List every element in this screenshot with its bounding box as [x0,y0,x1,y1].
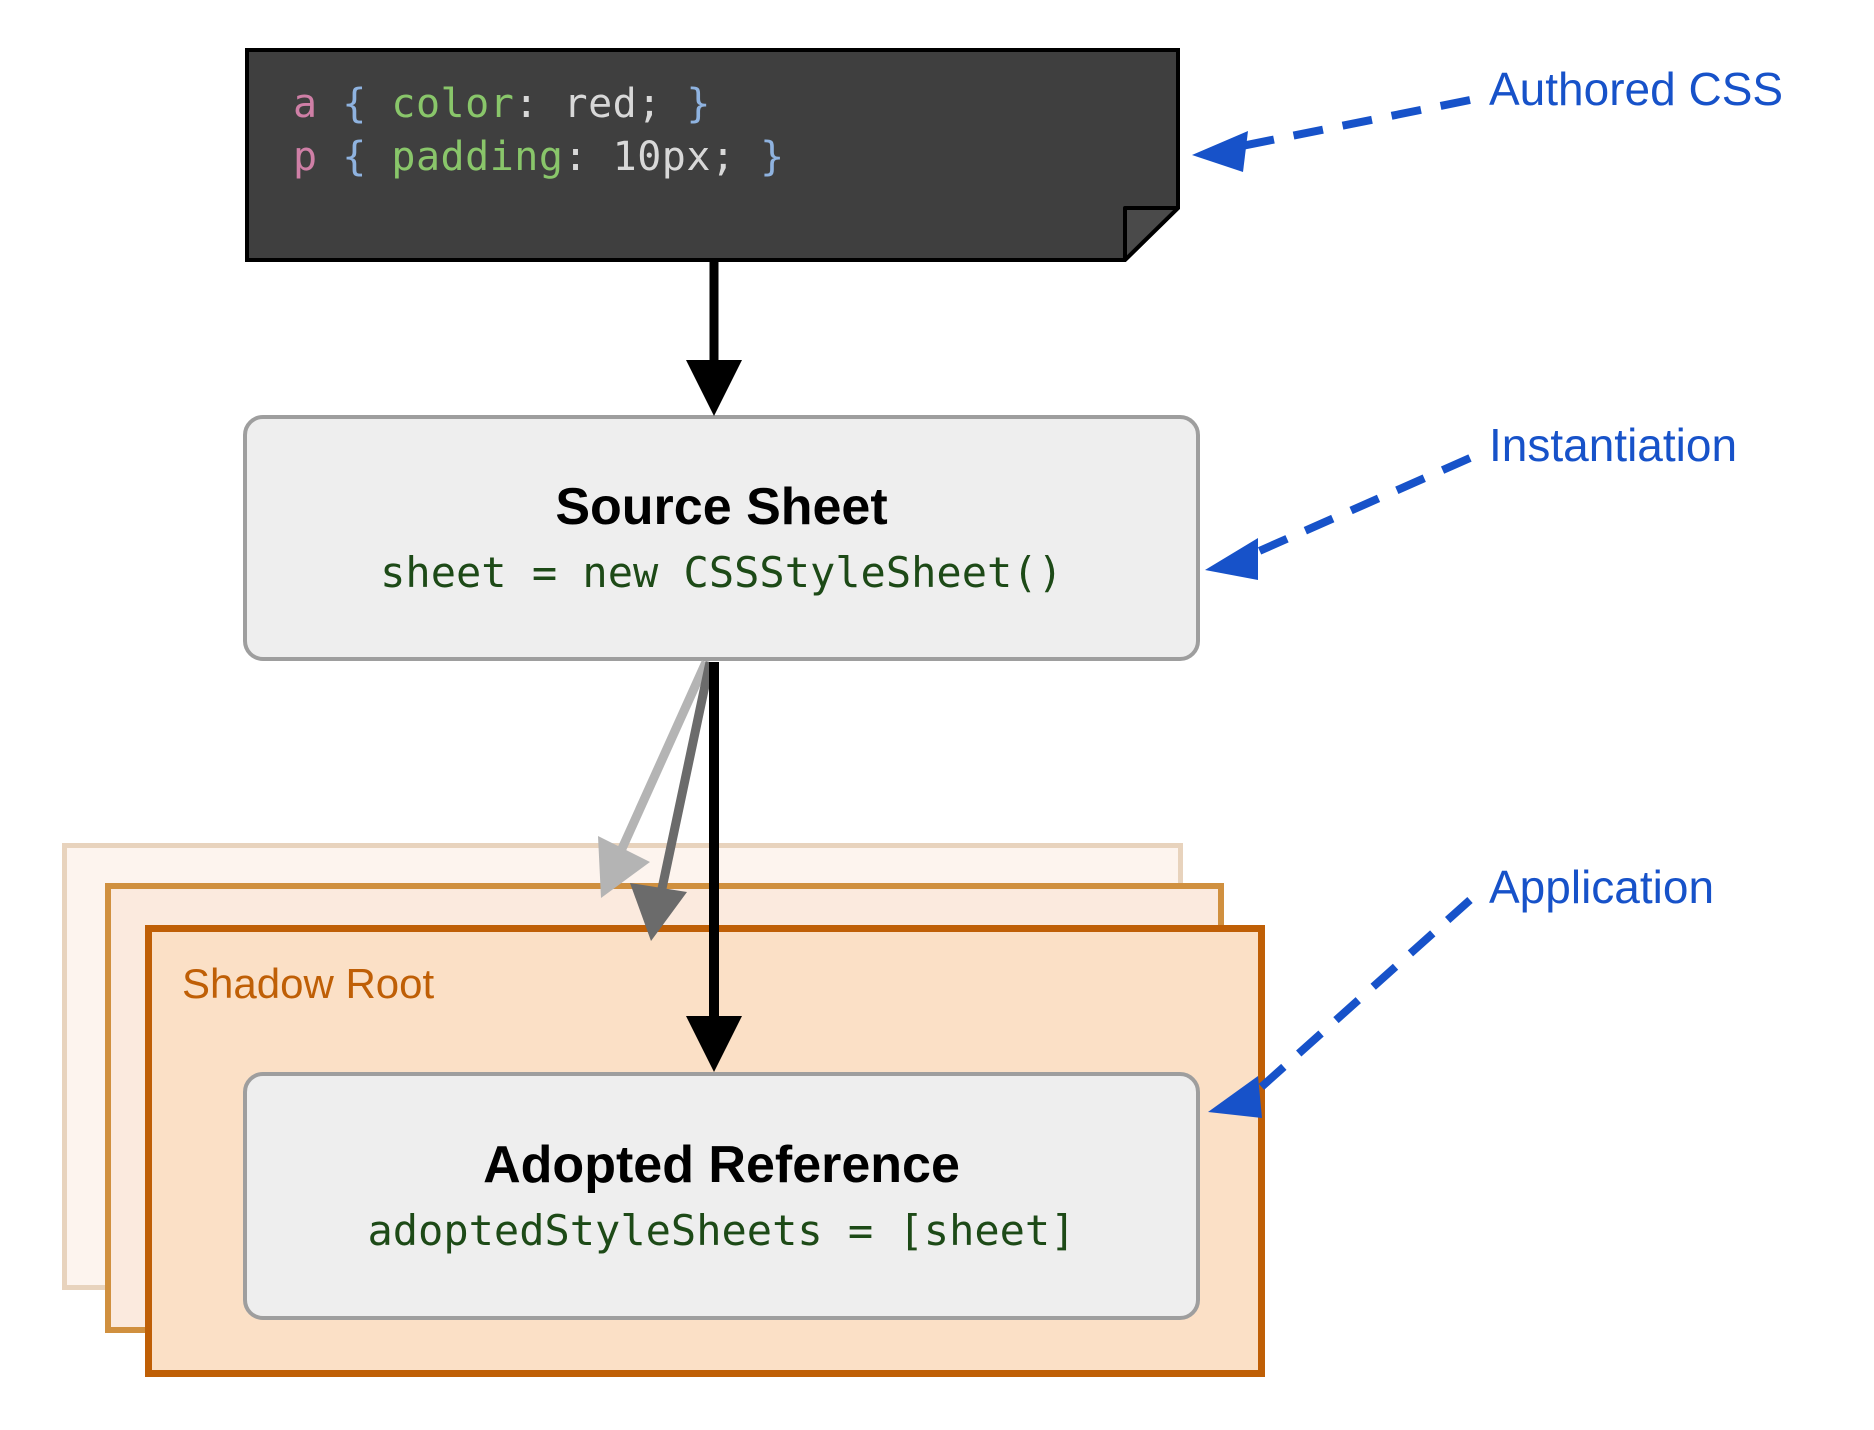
adopted-reference-code: adoptedStyleSheets = [sheet] [367,1205,1076,1255]
shadow-root-label: Shadow Root [182,960,435,1007]
css-open-brace-2: { [342,134,367,180]
authored-css-code-text: a { color: red; } p { padding: 10px; } [245,48,1180,262]
annotation-leader-authored-css [1192,96,1471,172]
css-selector-p: p [293,134,318,180]
css-open-brace-1: { [342,81,367,127]
css-property-padding: padding [391,134,564,180]
source-sheet-code: sheet = new CSSStyleSheet() [380,547,1063,597]
css-colon-2: : [563,134,589,180]
annotation-label-application: Application [1489,861,1715,913]
css-line-2: p { padding: 10px; } [293,134,785,180]
css-to-source-sheet-arrow [686,262,742,416]
code-note-folded-card-shape [245,48,1180,262]
css-line-1: a { color: red; } [293,81,711,127]
annotation-label-instantiation: Instantiation [1489,419,1738,471]
css-colon-1: : [514,81,539,127]
css-close-brace-1: } [686,81,711,127]
css-selector-a: a [293,81,318,127]
source-sheet-title: Source Sheet [555,477,888,536]
annotation-label-authored-css: Authored CSS [1489,63,1784,115]
authored-css-snippet: a { color: red; } p { padding: 10px; } [245,48,1180,262]
adopted-reference-node[interactable]: Adopted Reference adoptedStyleSheets = [… [243,1072,1200,1320]
css-close-brace-2: } [760,134,785,180]
annotation-leader-instantiation [1205,454,1472,580]
css-value-10px: 10px; [612,134,736,180]
css-property-color: color [391,81,515,127]
adopted-reference-title: Adopted Reference [483,1135,960,1194]
source-sheet-node[interactable]: Source Sheet sheet = new CSSStyleSheet() [243,415,1200,661]
css-value-red: red; [563,81,662,127]
